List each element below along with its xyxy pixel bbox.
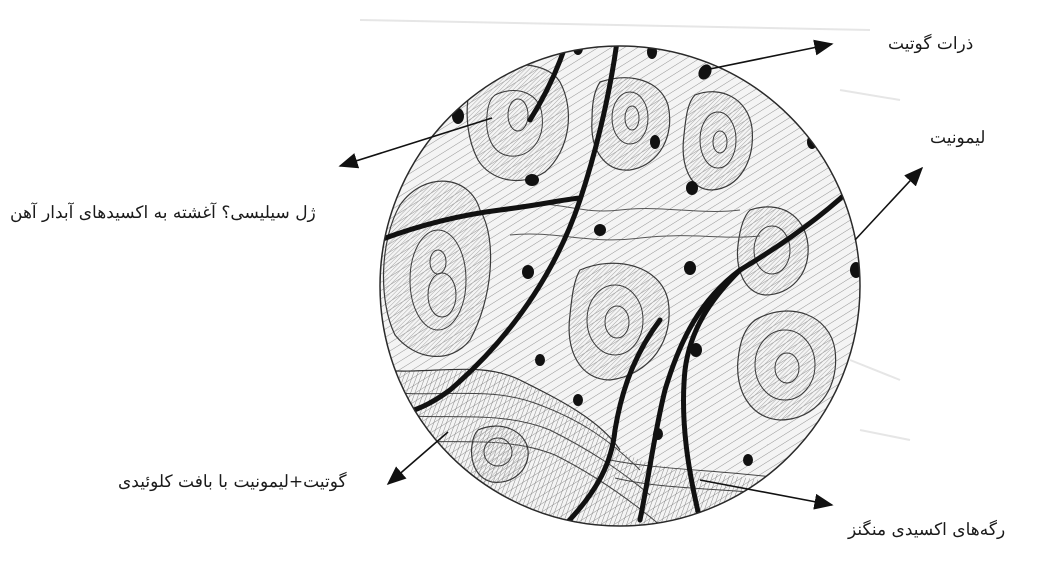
label-goethite-limonite: گوتیت+لیمونیت با بافت کلوئیدی <box>118 472 347 492</box>
label-goethite-particles: ذرات گوتیت <box>888 34 973 54</box>
arrow-goethite-limonite <box>388 432 448 484</box>
label-manganese-veins: رگه‌های اکسیدی منگنز <box>848 520 1005 540</box>
arrow-goethite-particles <box>705 44 832 70</box>
label-limonite: لیمونیت <box>930 128 985 148</box>
arrow-limonite <box>855 168 922 240</box>
label-silica-gel: ژل سیلیسی؟ آغشته به اکسیدهای آبدار آهن <box>10 203 316 223</box>
microscope-field <box>370 5 870 560</box>
